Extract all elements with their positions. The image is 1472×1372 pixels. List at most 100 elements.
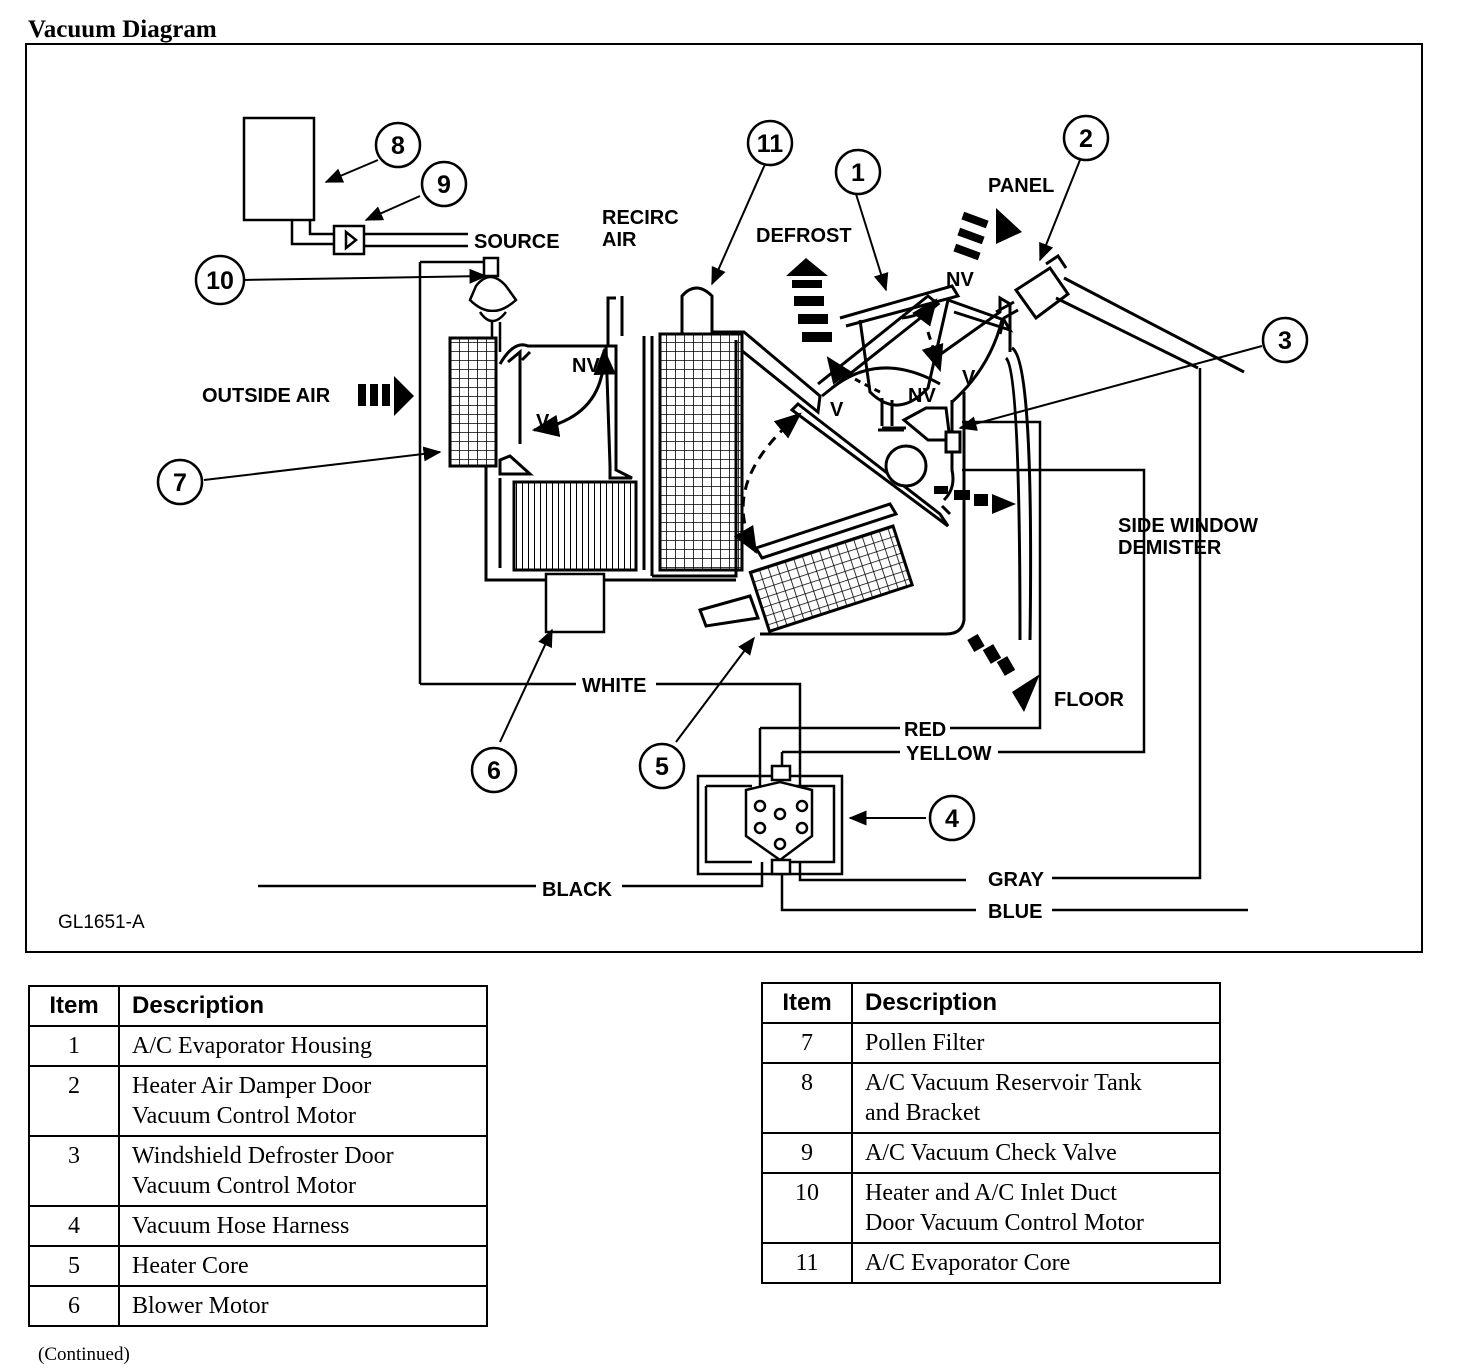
table-row: 11 A/C Evaporator Core [761, 1242, 1221, 1284]
item-description: Blower Motor [118, 1285, 488, 1327]
source-label: SOURCE [474, 231, 560, 253]
callout-3 [1261, 316, 1309, 364]
table-row: 4 Vacuum Hose Harness [28, 1205, 488, 1247]
description-line: Vacuum Control Motor [132, 1103, 356, 1129]
vacuum-hose-harness [696, 764, 844, 876]
callout-1 [834, 148, 882, 196]
description-line: Vacuum Hose Harness [132, 1213, 350, 1239]
side-window-label-line1: SIDE WINDOW [1118, 515, 1258, 537]
ac-evaporator-housing [733, 284, 1033, 641]
item-description: Pollen Filter [851, 1022, 1221, 1064]
table-row: 6 Blower Motor [28, 1285, 488, 1327]
callout-number: 5 [655, 753, 669, 781]
callout-number: 7 [173, 469, 187, 497]
description-line: Heater Core [132, 1253, 249, 1279]
callout-number: 6 [487, 757, 501, 785]
description-line: Heater Air Damper Door [132, 1073, 372, 1099]
recirc-air-label-line1: RECIRC [602, 207, 679, 229]
item-description: A/C Vacuum Check Valve [851, 1132, 1221, 1174]
table-row: 1 A/C Evaporator Housing [28, 1025, 488, 1067]
item-number: 11 [761, 1242, 853, 1284]
description-line: A/C Evaporator Housing [132, 1033, 372, 1059]
item-header: Item [28, 985, 120, 1027]
description-line: A/C Vacuum Check Valve [865, 1140, 1117, 1166]
description-header: Description [118, 985, 488, 1027]
description-line: Heater and A/C Inlet Duct [865, 1180, 1117, 1206]
description-line: A/C Evaporator Core [865, 1250, 1071, 1276]
table-row: 5 Heater Core [28, 1245, 488, 1287]
item-number: 2 [28, 1065, 120, 1137]
nv-label: NV [908, 385, 936, 407]
leader-lines [203, 159, 1263, 826]
continued-note: (Continued) [38, 1344, 130, 1365]
item-description: A/C Evaporator Housing [118, 1025, 488, 1067]
callout-numbers: 8 9 10 7 11 1 2 3 4 5 6 [173, 125, 1292, 833]
callout-number: 10 [206, 267, 234, 295]
heater-air-damper-motor [995, 253, 1245, 374]
hose-blue-label: BLUE [988, 901, 1042, 923]
callout-4 [928, 794, 976, 842]
callout-number: 11 [757, 130, 784, 158]
item-number: 6 [28, 1285, 120, 1327]
item-number: 5 [28, 1245, 120, 1287]
callout-7 [156, 458, 204, 506]
nv-label: NV [572, 355, 600, 377]
check-valve [332, 224, 468, 256]
table-row: 9 A/C Vacuum Check Valve [761, 1132, 1221, 1174]
blower-housing [484, 296, 736, 582]
reservoir-tank [242, 116, 334, 246]
description-line: Pollen Filter [865, 1030, 985, 1056]
v-label: V [536, 411, 550, 433]
heater-core [698, 402, 950, 634]
item-description: Vacuum Hose Harness [118, 1205, 488, 1247]
door-pivot [884, 444, 928, 488]
table-header-row: Item Description [28, 985, 488, 1027]
item-number: 1 [28, 1025, 120, 1067]
recirc-air-label-line2: AIR [602, 229, 637, 251]
item-number: 10 [761, 1172, 853, 1244]
v-label: V [830, 399, 844, 421]
v-label: V [962, 367, 976, 389]
hose-black-label: BLACK [542, 879, 613, 901]
hose-gray-label: GRAY [988, 869, 1045, 891]
item-number: 9 [761, 1132, 853, 1174]
description-line: Vacuum Control Motor [132, 1173, 356, 1199]
callout-8 [374, 121, 422, 169]
blower-motor [544, 572, 606, 634]
item-header: Item [761, 982, 853, 1024]
airflow-arrows [358, 208, 1040, 712]
callout-number: 3 [1278, 327, 1292, 355]
description-line: Blower Motor [132, 1293, 269, 1319]
diagram-frame [25, 43, 1423, 953]
hose-yellow-label: YELLOW [906, 743, 992, 765]
evaporator-core [642, 286, 822, 578]
defroster-door-motor [882, 406, 962, 454]
callout-2 [1062, 114, 1110, 162]
figure-id: GL1651-A [58, 912, 145, 933]
panel-label: PANEL [988, 175, 1054, 197]
diagram-labels: SOURCE RECIRC AIR DEFROST PANEL OUTSIDE … [58, 175, 1258, 933]
callout-6 [470, 746, 518, 794]
callout-number: 8 [391, 132, 405, 160]
blower-wheel [512, 480, 638, 572]
callout-number: 2 [1079, 125, 1093, 153]
callout-number: 4 [945, 805, 959, 833]
description-line: and Bracket [865, 1100, 981, 1126]
item-number: 7 [761, 1022, 853, 1064]
table-header-row: Item Description [761, 982, 1221, 1024]
parts-table-right: Item Description 7 Pollen Filter 8 A/C V… [761, 982, 1221, 1284]
item-description: Heater Core [118, 1245, 488, 1287]
description-line: Windshield Defroster Door [132, 1143, 394, 1169]
side-window-label-line2: DEMISTER [1118, 537, 1222, 559]
nv-label: NV [946, 269, 974, 291]
description-line: Door Vacuum Control Motor [865, 1210, 1144, 1236]
callout-9 [420, 160, 468, 208]
table-row: 7 Pollen Filter [761, 1022, 1221, 1064]
callout-5 [638, 742, 686, 790]
